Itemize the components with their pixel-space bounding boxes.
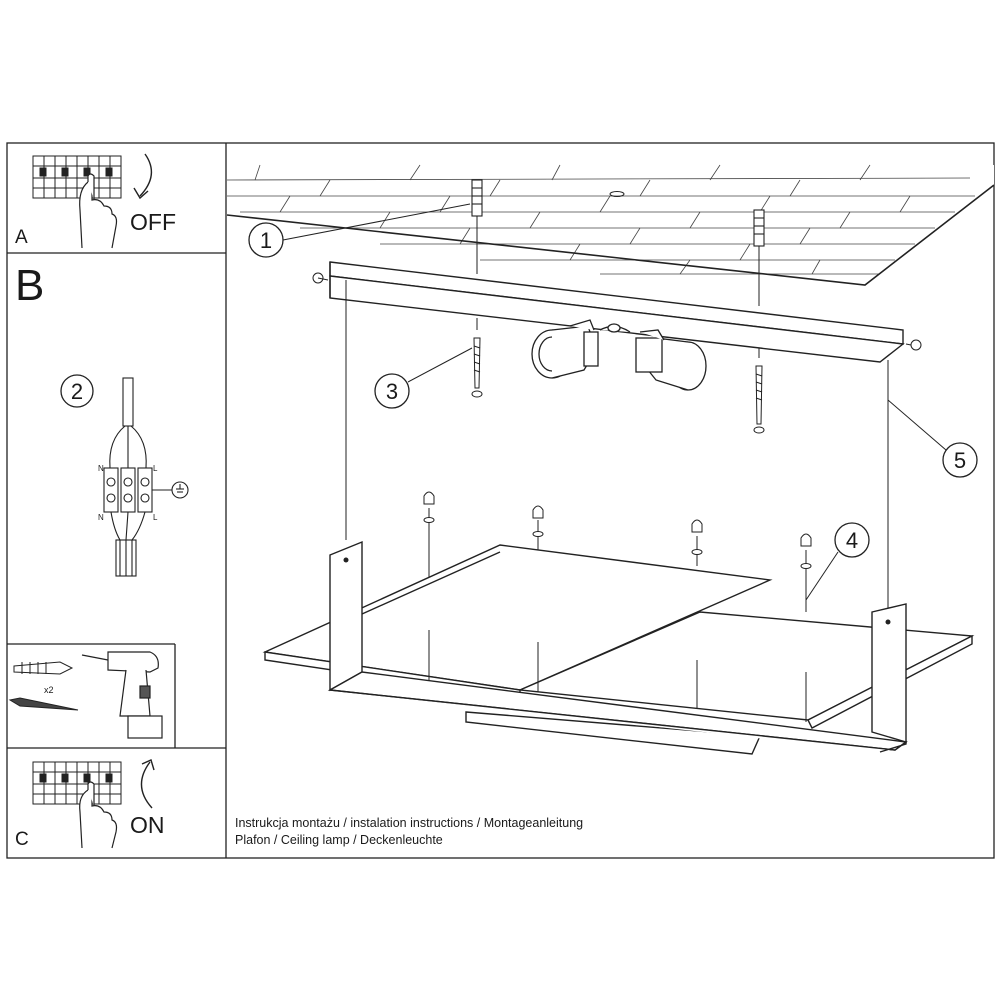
inner-rods <box>428 630 807 722</box>
caption-product: Plafon / Ceiling lamp / Deckenleuchte <box>235 833 443 847</box>
terminal-n-top: N <box>98 464 104 473</box>
callout-2: 2 <box>60 374 94 408</box>
panel-a-breaker-off: OFF A <box>15 153 176 249</box>
end-screw-icon <box>312 272 922 351</box>
terminal-l-top: L <box>153 464 158 473</box>
terminal-l-bottom: L <box>153 513 158 522</box>
panel-a-letter: A <box>15 227 28 248</box>
hand-icon <box>79 781 118 849</box>
cap-nut-icon <box>423 491 812 569</box>
hand-icon <box>79 173 118 249</box>
arrow-up-head-icon <box>141 759 155 771</box>
callout-1: 1 <box>248 222 284 258</box>
svg-text:2: 2 <box>71 379 83 404</box>
wall-plug-icon <box>13 661 74 675</box>
spotlight-icon <box>531 319 707 391</box>
callout-4: 4 <box>834 522 870 558</box>
mounting-rail <box>329 261 905 363</box>
lamp-frame <box>262 540 975 755</box>
breaker-icon <box>32 155 122 199</box>
mount-hole-icon <box>885 619 891 625</box>
arrow-down-head-icon <box>133 187 149 200</box>
screw-icon <box>8 697 79 711</box>
terminal-n-bottom: N <box>98 513 104 522</box>
svg-text:4: 4 <box>846 528 858 553</box>
panel-c-letter: C <box>15 829 29 850</box>
svg-text:5: 5 <box>954 448 966 473</box>
svg-text:1: 1 <box>260 228 272 253</box>
panel-c-action: ON <box>130 812 165 838</box>
earth-icon <box>171 481 189 499</box>
mount-hole-icon <box>343 557 349 563</box>
sheet-frame <box>6 142 995 859</box>
panel-c-breaker-on: ON C <box>15 759 165 850</box>
breaker-icon <box>32 761 122 805</box>
svg-text:3: 3 <box>386 379 398 404</box>
panel-b-letter: B <box>15 261 44 310</box>
ceiling <box>226 164 995 286</box>
arrow-down-icon <box>139 153 153 197</box>
caption-instructions: Instrukcja montażu / instalation instruc… <box>235 816 584 830</box>
wiring-diagram <box>103 377 189 577</box>
quantity-label: x2 <box>44 685 54 695</box>
mounting-screw-icon <box>471 337 765 434</box>
guide-lines <box>428 216 807 612</box>
panel-drill: x2 <box>8 651 163 739</box>
drill-icon <box>81 651 163 739</box>
panel-a-action: OFF <box>130 209 176 235</box>
arrow-up-icon <box>140 761 153 809</box>
alignment-lines <box>345 280 889 612</box>
callout-5: 5 <box>942 442 978 478</box>
callout-3: 3 <box>374 373 410 409</box>
